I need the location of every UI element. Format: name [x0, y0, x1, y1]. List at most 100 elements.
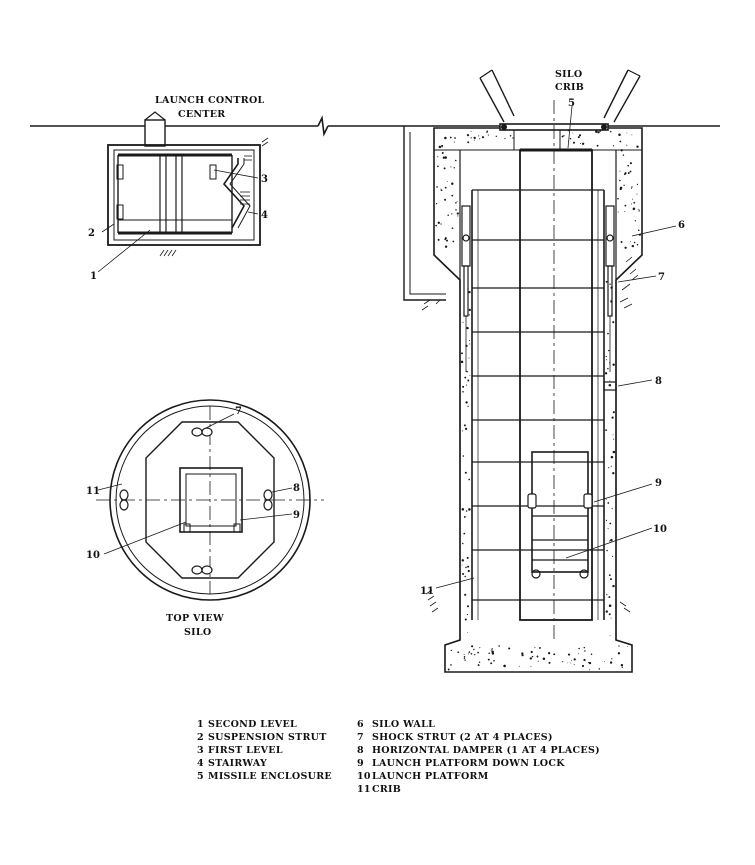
concrete-speck	[461, 564, 463, 566]
legend-text: SHOCK STRUT (2 AT 4 PLACES)	[372, 732, 553, 743]
concrete-speck	[487, 134, 489, 136]
concrete-speck	[633, 201, 636, 204]
concrete-speck	[606, 549, 608, 552]
concrete-speck	[467, 565, 470, 568]
concrete-speck	[619, 179, 621, 182]
lcc-title-line2: CENTER	[178, 109, 226, 120]
concrete-speck	[613, 438, 615, 440]
concrete-speck	[619, 140, 622, 143]
concrete-speck	[512, 137, 514, 139]
concrete-speck	[612, 363, 615, 366]
concrete-speck	[467, 653, 469, 655]
tv-callout-7: 7	[235, 406, 242, 417]
launch-platform	[531, 451, 589, 579]
concrete-speck	[619, 186, 623, 190]
concrete-speck	[578, 134, 582, 137]
concrete-speck	[579, 142, 582, 144]
concrete-speck	[440, 189, 443, 192]
callout-7: 7	[658, 272, 665, 283]
concrete-speck	[587, 662, 589, 664]
concrete-speck	[455, 159, 457, 162]
concrete-speck	[470, 652, 473, 655]
concrete-speck	[608, 596, 611, 599]
concrete-speck	[447, 214, 449, 216]
concrete-speck	[491, 652, 495, 655]
concrete-speck	[612, 434, 614, 436]
concrete-speck	[536, 655, 539, 658]
legend-text: STAIRWAY	[208, 758, 267, 769]
silo-inner-wall	[459, 150, 617, 640]
concrete-speck	[460, 360, 464, 364]
concrete-speck	[462, 542, 464, 545]
concrete-speck	[634, 220, 637, 222]
concrete-speck	[437, 165, 439, 168]
concrete-speck	[442, 152, 444, 154]
concrete-speck	[623, 173, 626, 176]
concrete-speck	[619, 170, 621, 172]
concrete-speck	[561, 135, 564, 138]
concrete-speck	[605, 355, 607, 358]
callout-5: 5	[568, 98, 575, 109]
concrete-speck	[638, 229, 640, 232]
concrete-speck	[638, 209, 640, 211]
top-view-label-line1: TOP VIEW	[166, 613, 224, 624]
concrete-speck	[618, 645, 620, 647]
legend-text: SILO WALL	[372, 719, 435, 730]
concrete-speck	[622, 154, 625, 156]
concrete-speck	[583, 658, 586, 662]
silo-section: SILO CRIB	[403, 69, 685, 673]
concrete-speck	[609, 130, 612, 133]
concrete-speck	[457, 215, 459, 217]
concrete-speck	[608, 613, 611, 616]
concrete-speck	[581, 664, 585, 668]
concrete-speck	[468, 308, 471, 312]
concrete-speck	[488, 652, 490, 654]
legend-num: 4	[197, 758, 204, 769]
concrete-speck	[455, 202, 457, 204]
concrete-speck	[636, 183, 639, 186]
concrete-speck	[443, 167, 446, 170]
concrete-speck	[464, 376, 467, 379]
legend-text: SECOND LEVEL	[208, 719, 297, 730]
concrete-speck	[440, 188, 442, 190]
concrete-speck	[466, 556, 469, 559]
concrete-speck	[465, 566, 467, 569]
concrete-speck	[465, 401, 468, 404]
concrete-speck	[509, 135, 512, 137]
concrete-speck	[571, 659, 573, 661]
concrete-speck	[567, 653, 571, 656]
legend: 1 SECOND LEVEL 2 SUSPENSION STRUT 3 FIRS…	[197, 719, 600, 795]
legend-left: 1 SECOND LEVEL 2 SUSPENSION STRUT 3 FIRS…	[197, 719, 332, 782]
concrete-speck	[608, 604, 612, 607]
concrete-speck	[632, 198, 633, 200]
concrete-speck	[626, 144, 628, 146]
concrete-speck	[444, 156, 447, 159]
concrete-speck	[608, 349, 610, 352]
legend-num: 5	[197, 771, 204, 782]
concrete-speck	[573, 663, 575, 665]
concrete-speck	[530, 650, 533, 654]
concrete-speck	[451, 194, 454, 197]
concrete-speck	[462, 321, 464, 323]
concrete-speck	[617, 652, 621, 655]
concrete-speck	[462, 385, 465, 388]
concrete-speck	[636, 244, 639, 246]
concrete-texture	[435, 129, 641, 671]
concrete-speck	[438, 145, 442, 149]
legend-num: 8	[357, 745, 364, 756]
concrete-speck	[567, 129, 570, 132]
callout-8: 8	[655, 376, 662, 387]
concrete-speck	[465, 510, 468, 512]
tv-callout-10: 10	[86, 550, 100, 561]
concrete-speck	[598, 668, 601, 670]
concrete-speck	[610, 538, 613, 542]
concrete-speck	[627, 645, 629, 647]
callout-10: 10	[653, 524, 667, 535]
concrete-speck	[461, 508, 465, 511]
concrete-speck	[463, 654, 465, 655]
concrete-speck	[470, 137, 472, 139]
top-view-label-line2: SILO	[184, 627, 211, 638]
callout-4: 4	[261, 210, 268, 221]
concrete-speck	[468, 651, 471, 653]
concrete-speck	[609, 540, 611, 542]
